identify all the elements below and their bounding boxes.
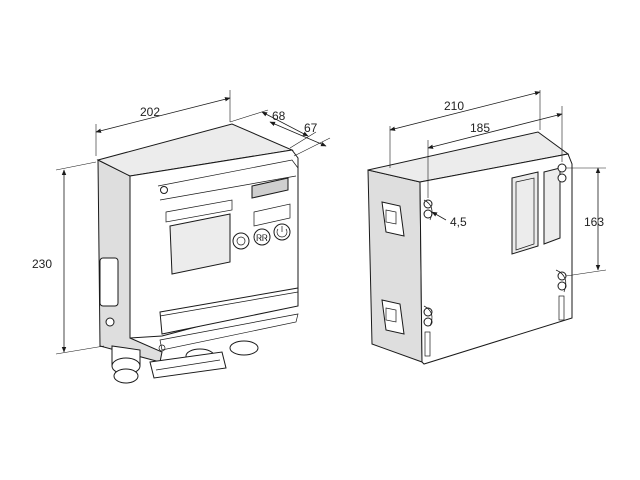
fan-button-icon [253,228,271,246]
dim-202: 202 [95,90,231,156]
dim-163-label: 163 [584,215,604,229]
lower-cover [159,287,299,335]
display-window [169,213,231,275]
dim-163: 163 [565,167,607,277]
dim-210-label: 210 [444,99,464,113]
dim-hole-label: 4,5 [450,215,467,229]
dim-67-label: 67 [304,121,318,135]
dim-185: 185 [427,106,563,198]
dim-202-label: 202 [140,105,160,119]
dial-icon [232,232,250,250]
dim-230-label: 230 [32,257,52,271]
dim-hole: 4,5 [431,211,467,229]
svg-text:ᏒᏒ: ᏒᏒ [256,234,268,244]
front-view-enclosure: ᏒᏒ [96,123,299,384]
dim-230: 230 [32,161,105,355]
dim-68-label: 68 [272,109,286,123]
indicator-panel [251,177,289,199]
mount-hole-icon [423,199,433,209]
dim-185-label: 185 [470,121,490,135]
screw-icon [160,186,168,194]
side-window [99,257,119,307]
dim-67: 67 [269,121,331,157]
rear-view-enclosure [367,131,573,365]
side-screw-icon [105,317,115,327]
rear-left-side [367,169,423,363]
